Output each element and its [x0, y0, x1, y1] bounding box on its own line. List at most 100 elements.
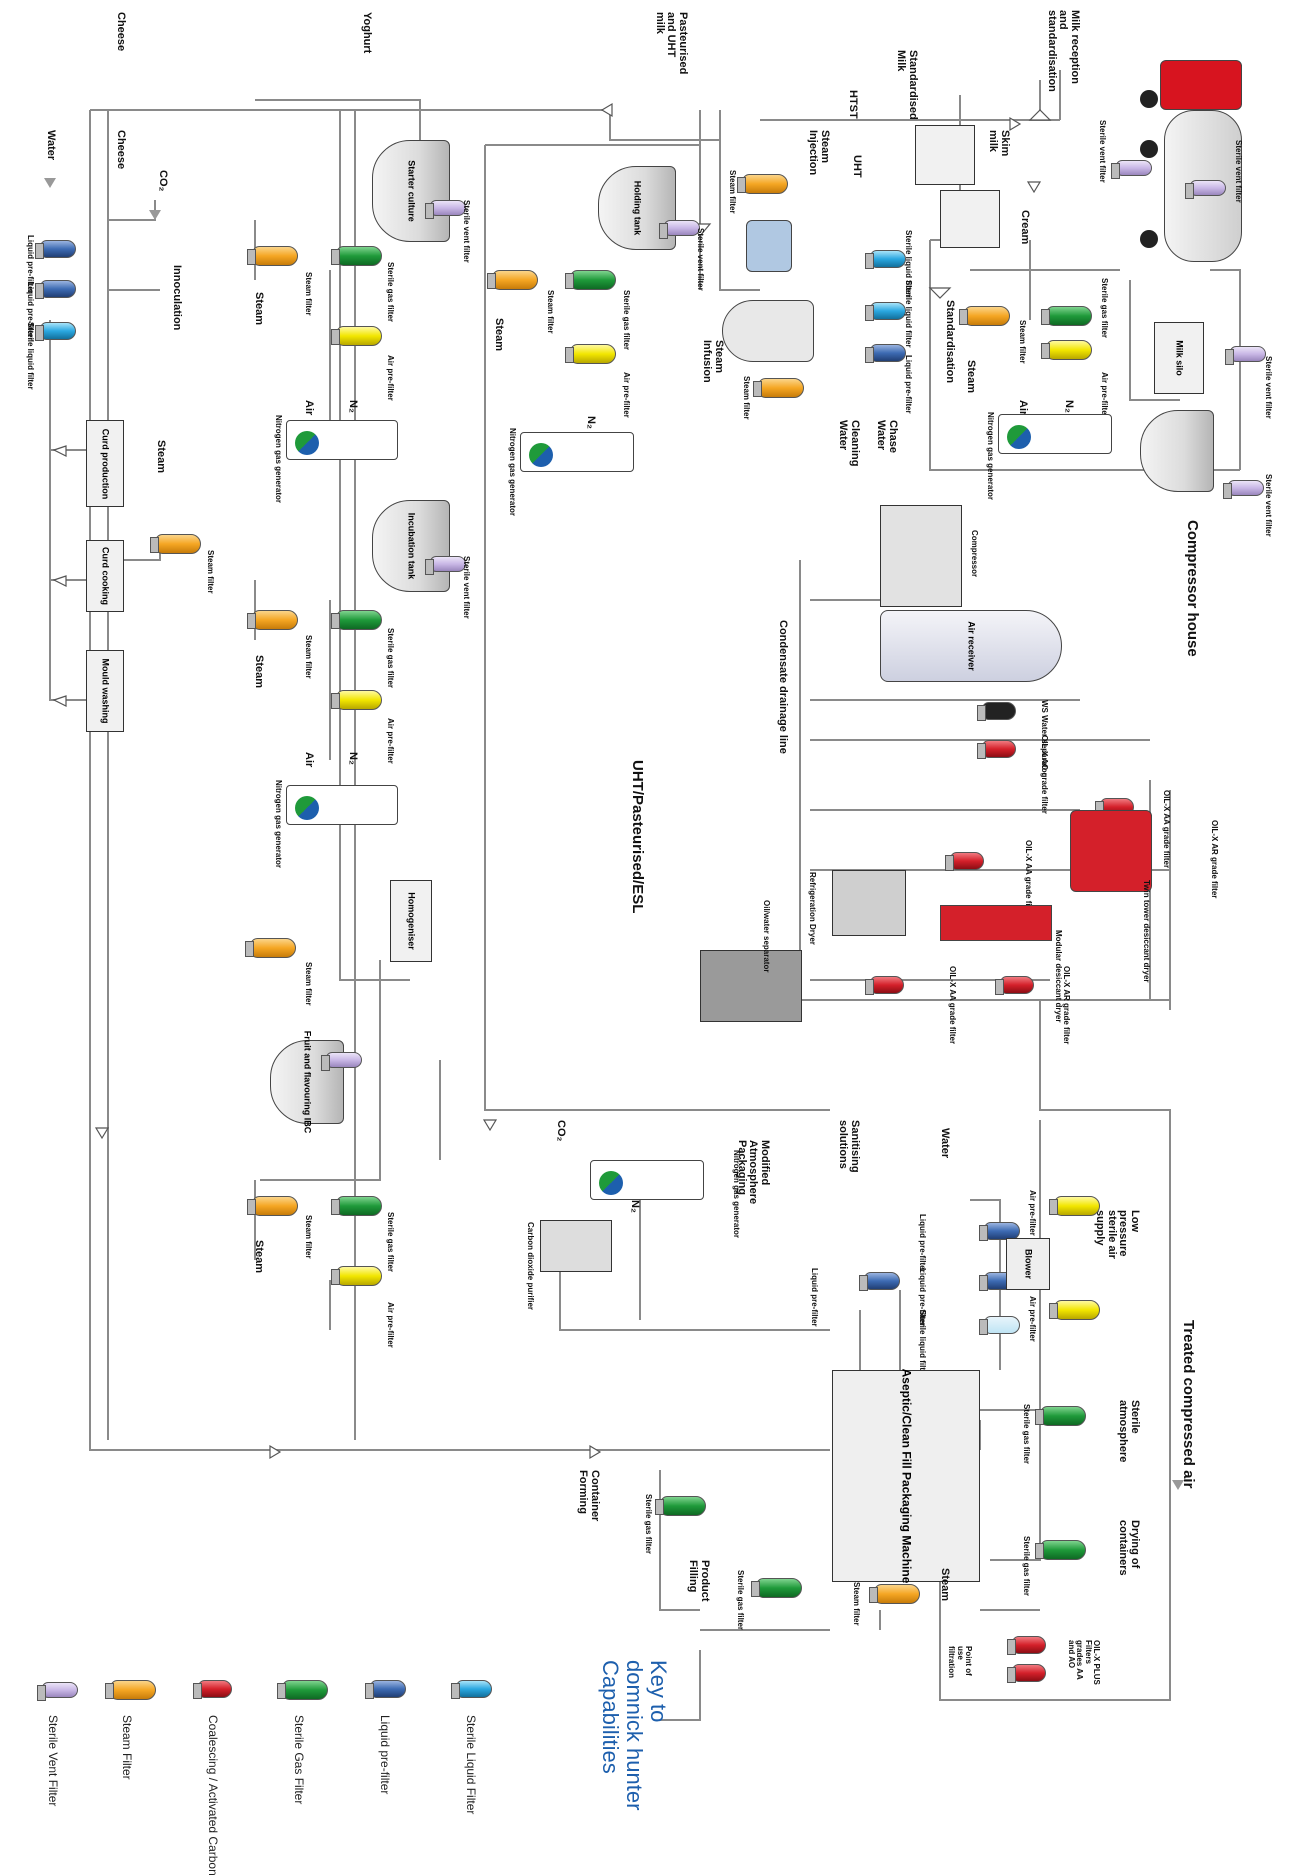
- steam-label: Steam: [155, 440, 167, 474]
- filter-label: Sterile gas filter: [622, 290, 631, 351]
- sterile-vent-filter-icon: [1185, 180, 1226, 199]
- filter-label: Sterile gas filter: [386, 1212, 395, 1273]
- sterile-gas-filter-icon: [1035, 1540, 1086, 1560]
- steam-infusion-label: Steam Infusion: [701, 340, 725, 383]
- compressor-label: Compressor: [970, 530, 979, 578]
- water-label: Water: [939, 1128, 951, 1159]
- nitrogen-generator: [998, 414, 1112, 454]
- sterile-gas-filter-icon: [565, 270, 616, 290]
- map-label: Modified Atmosphere Packaging: [735, 1140, 771, 1205]
- filter-label: Sterile gas filter: [386, 262, 395, 323]
- product-filling-label: Product Filling: [687, 1560, 711, 1602]
- filter-label: Sterile vent filter: [1234, 140, 1243, 203]
- nitrogen-generator: [286, 420, 398, 460]
- filter-label: Air pre-filter: [1028, 1296, 1037, 1342]
- filter-label: Sterile vent filter: [1264, 474, 1273, 537]
- air-prefilter-icon: [331, 1266, 382, 1286]
- steam-filter-icon: [105, 1680, 156, 1700]
- air-label: Air: [303, 400, 315, 416]
- water-separator-icon: [977, 702, 1016, 721]
- box-label: Aseptic/Clean Fill Packaging Machine: [899, 1368, 914, 1584]
- point-of-use-label: Point of use filtration: [947, 1646, 973, 1678]
- box-label: Curd production: [100, 428, 111, 499]
- filter-label: Liquid pre-filter: [904, 355, 913, 414]
- sterile-vent-filter-icon: [425, 556, 466, 575]
- sterile-vent-filter-icon: [321, 1052, 362, 1071]
- filter-label: Air pre-filter: [386, 718, 395, 764]
- section-yoghurt: Yoghurt: [361, 12, 373, 54]
- box-label: Milk silo: [1174, 340, 1185, 376]
- coalescing-filter-icon: [865, 976, 904, 995]
- steam-filter-icon: [247, 1196, 298, 1216]
- coalescing-filter-icon: [977, 740, 1016, 759]
- filter-label: Sterile liquid filter: [26, 322, 35, 390]
- key-item-label: Sterile Gas Filter: [292, 1715, 306, 1805]
- standardisation-label: Standardisation: [944, 300, 956, 384]
- section-uht-esl: UHT/Pasteurised/ESL: [629, 760, 646, 914]
- sanitising-label: Sanitising solutions: [837, 1120, 861, 1173]
- filter-label: Steam filter: [304, 635, 313, 679]
- filter-label: Steam filter: [728, 170, 737, 214]
- air-prefilter-icon: [331, 326, 382, 346]
- filter-label: OIL-X AR grade filter: [1210, 820, 1219, 899]
- steam-label: Steam: [965, 360, 977, 394]
- box-label: Blower: [1023, 1248, 1034, 1280]
- innoculation-label: Innoculation: [171, 265, 183, 331]
- coalescing-filter-icon: [995, 976, 1034, 995]
- section-milk-reception: Milk reception and standardisation: [1045, 10, 1081, 92]
- incubation-tank: Incubation tank: [372, 500, 450, 592]
- air-label: Air: [303, 752, 315, 768]
- key-item-label: Coalescing / Activated Carbon: [206, 1715, 220, 1876]
- nitrogen-generator: [520, 432, 634, 472]
- key-title-3: Capabilities: [597, 1660, 623, 1774]
- key-item-label: Steam Filter: [120, 1715, 134, 1780]
- section-treated-air: Treated compressed air: [1180, 1320, 1197, 1489]
- steam-label: Steam: [939, 1568, 951, 1602]
- dryer-label: Twin tower desiccant dryer: [1142, 880, 1151, 983]
- milk-storage-tank: [1140, 410, 1214, 492]
- filter-label: OIL-X AA grade filter: [948, 966, 957, 1045]
- sterile-vent-filter-icon: [37, 1682, 78, 1701]
- nitrogen-generator: [286, 785, 398, 825]
- air-label: Air: [1017, 400, 1029, 416]
- refrigeration-dryer: [832, 870, 906, 936]
- box-label: Curd cooking: [100, 547, 111, 605]
- sterile-gas-filter-icon: [1035, 1406, 1086, 1426]
- filter-label: Steam filter: [304, 272, 313, 316]
- filter-label: Steam filter: [852, 1582, 861, 1626]
- chase-water-label: Chase Water: [875, 420, 899, 454]
- generator-label: Nitrogen gas generator: [508, 428, 517, 517]
- filter-label: Steam filter: [304, 962, 313, 1006]
- filter-label: Sterile vent filter: [1098, 120, 1107, 183]
- filter-label: Sterile gas filter: [1022, 1536, 1031, 1597]
- oil-water-separator: [700, 950, 802, 1022]
- compressor: [880, 505, 962, 607]
- filter-label: Liquid pre-filter: [918, 1214, 927, 1273]
- section-compressor-house: Compressor house: [1184, 520, 1201, 657]
- filter-label: Air pre-filter: [1028, 1190, 1037, 1236]
- tank-label: Incubation tank: [406, 512, 417, 580]
- key-item-label: Sterile Vent Filter: [46, 1715, 60, 1807]
- cream-separator: [940, 190, 1000, 248]
- sterile-liquid-filter-icon: [865, 302, 906, 321]
- steam-label: Steam: [253, 1240, 265, 1274]
- skim-milk-label: Skim milk: [987, 130, 1011, 157]
- filter-label: Steam filter: [206, 550, 215, 594]
- generator-label: Nitrogen gas generator: [274, 415, 283, 504]
- steam-injection-label: Steam Injection: [807, 130, 831, 176]
- coalescing-filter-icon: [1007, 1636, 1046, 1655]
- milk-silo: Milk silo: [1154, 322, 1204, 394]
- cheese-label: Cheese: [115, 130, 127, 170]
- coalescing-filter-icon: [1007, 1664, 1046, 1683]
- cleaning-water-label: Cleaning Water: [837, 420, 861, 467]
- air-prefilter-icon: [1041, 340, 1092, 360]
- section-standardised: Standardised Milk: [895, 50, 919, 120]
- drying-label: Drying of containers: [1117, 1520, 1141, 1576]
- key-legend: Key to domnick hunter Capabilities: [520, 1660, 680, 1840]
- filter-label: Air pre-filter: [1100, 372, 1109, 418]
- air-prefilter-icon: [1049, 1196, 1100, 1216]
- sterile-gas-filter-icon: [331, 1196, 382, 1216]
- filter-label: Sterile vent filter: [462, 556, 471, 619]
- generator-label: Nitrogen gas generator: [986, 412, 995, 501]
- dryer-label: Refrigeration Dryer: [808, 872, 817, 945]
